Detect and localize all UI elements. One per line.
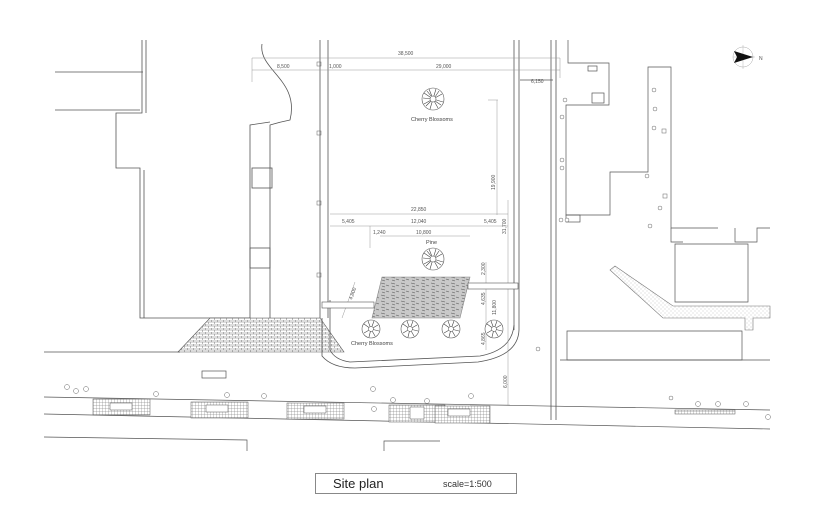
dim-2300: 2,300: [481, 262, 487, 275]
dim-6000: 6,000: [503, 375, 509, 388]
sidewalk-planters: [92, 398, 736, 424]
dim-plaza-center: 12,040: [411, 219, 427, 225]
dim-plaza-left: 5,405: [342, 219, 355, 225]
dim-right: 6,150: [531, 79, 544, 85]
dim-4865: 4,865: [481, 332, 487, 345]
bench-left: [321, 301, 375, 309]
stone-slab: [371, 276, 471, 319]
dim-plaza-width: 22,850: [411, 207, 427, 213]
dim-4635: 4,635: [481, 292, 487, 305]
north-arrow-icon: [732, 45, 755, 69]
dim-plaza-depth: 31,700: [502, 218, 508, 234]
title-block: Site plan scale=1:500: [315, 473, 517, 494]
dim-vertical-upper: 19,900: [491, 174, 497, 190]
street-trees: [64, 384, 771, 420]
pine-tree-icon: [421, 247, 445, 271]
right-buildings: [560, 40, 770, 361]
dim-bench-width: 10,800: [416, 230, 432, 236]
brick-paving: [177, 317, 345, 353]
dim-small: 1,000: [329, 64, 342, 70]
cherry-tree-icon: [400, 319, 420, 339]
label-cherry-top: Cherry Blossoms: [411, 117, 453, 123]
dotted-ramp: [609, 265, 771, 331]
left-building: [55, 40, 292, 319]
bench-right: [467, 282, 519, 290]
dim-4800: 4,800: [348, 287, 358, 301]
cherry-tree-icon: [361, 319, 381, 339]
cherry-tree-icon: [421, 87, 445, 111]
label-pine: Pine: [426, 240, 437, 246]
trees-right: [535, 87, 668, 352]
dim-11800: 11,800: [492, 300, 498, 315]
dim-main: 29,000: [436, 64, 452, 70]
plaza-boundaries: [319, 40, 557, 420]
dim-overall: 38,500: [398, 51, 414, 57]
label-cherry-bottom: Cherry Blossoms: [351, 341, 393, 347]
posts: [316, 61, 322, 278]
road: [43, 351, 771, 451]
dim-bench-offset: 1,240: [373, 230, 386, 236]
cherry-tree-icon: [441, 319, 461, 339]
drawing-title: Site plan: [333, 476, 384, 491]
north-label: N: [759, 56, 763, 62]
drawing-scale: scale=1:500: [443, 479, 492, 489]
dim-left: 8,500: [277, 64, 290, 70]
cherry-tree-icon: [484, 319, 504, 339]
dim-plaza-right: 5,405: [484, 219, 497, 225]
